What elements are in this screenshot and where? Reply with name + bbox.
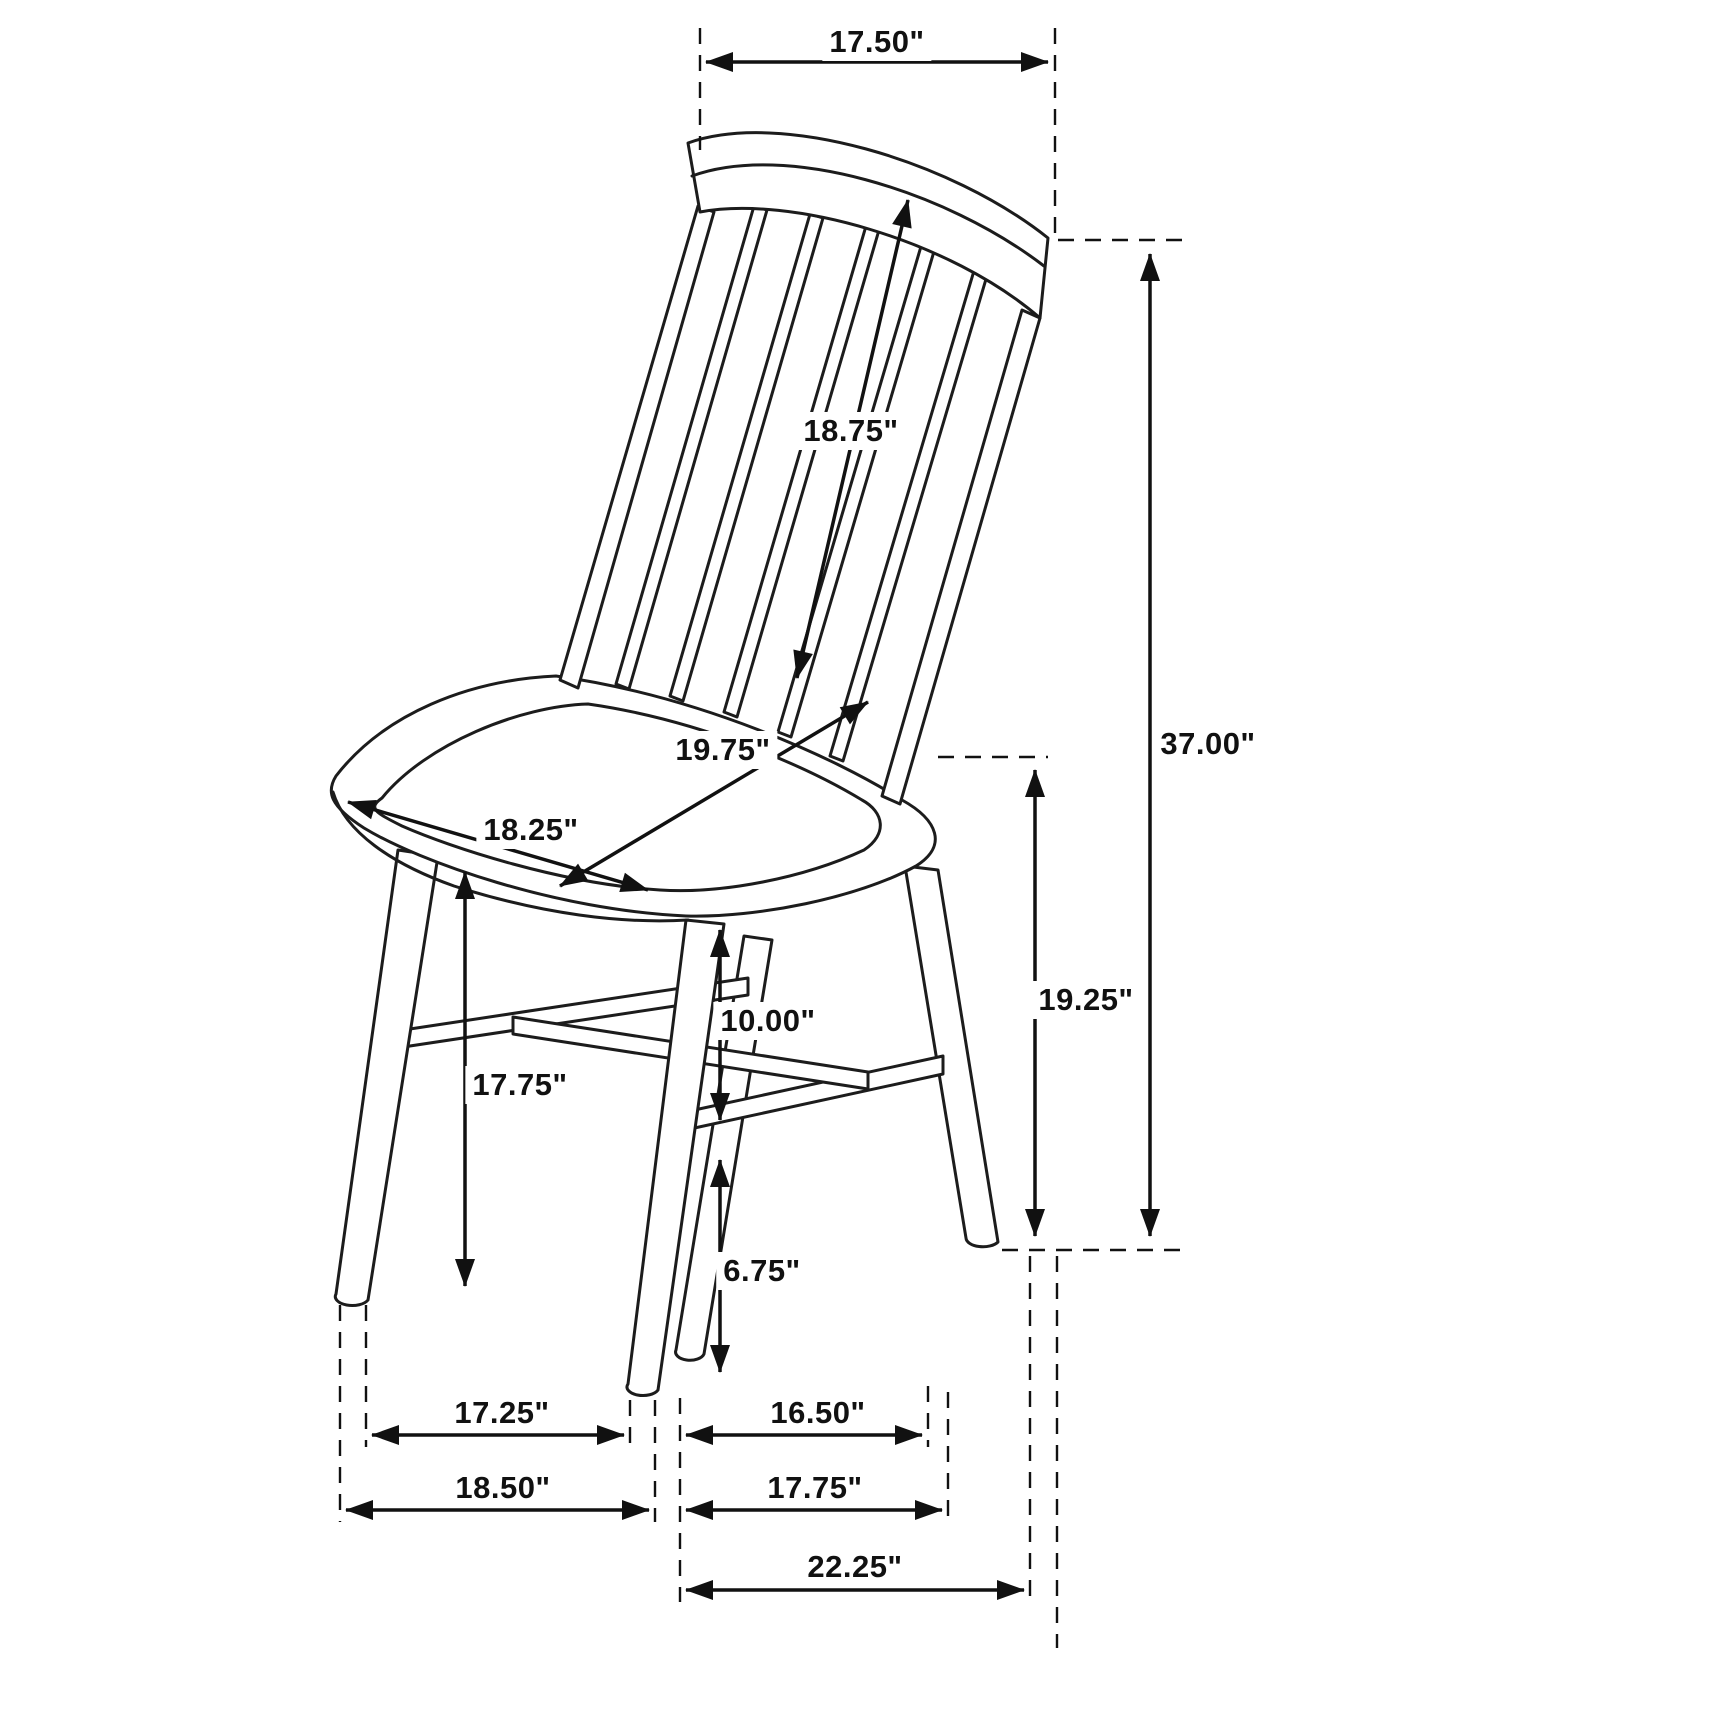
dim-label-rear-outer-span: 17.75" <box>760 1469 870 1507</box>
dim-label-seat-height-right: 19.25" <box>1031 981 1141 1019</box>
leg-rear-left <box>674 934 774 1362</box>
dim-label-leg-height-left: 17.75" <box>465 1066 575 1104</box>
dim-label-back-diagonal: 18.75" <box>796 412 906 450</box>
dim-label-total-height: 37.00" <box>1153 725 1263 763</box>
back-post-right <box>880 308 1042 806</box>
dim-label-front-outer-span: 18.50" <box>448 1469 558 1507</box>
crest-rail-band <box>690 163 1046 268</box>
leg-front-right <box>625 918 726 1398</box>
leg-rear-right <box>903 864 1000 1249</box>
leg-front-left <box>333 848 440 1308</box>
extension-lines <box>338 28 1184 1648</box>
dim-label-total-depth: 22.25" <box>800 1548 910 1586</box>
dim-label-rear-inner-span: 16.50" <box>763 1394 873 1432</box>
dim-label-top-width: 17.50" <box>822 23 932 61</box>
dim-label-stretcher-height: 10.00" <box>713 1002 823 1040</box>
dim-label-bottom-clearance: 6.75" <box>716 1252 808 1290</box>
dim-label-seat-width: 18.25" <box>476 811 586 849</box>
dim-label-front-inner-span: 17.25" <box>447 1394 557 1432</box>
dim-label-seat-depth: 19.75" <box>668 731 778 769</box>
